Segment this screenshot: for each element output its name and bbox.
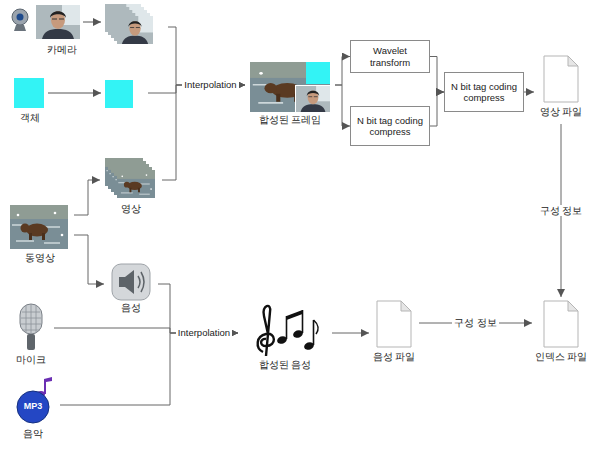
mp3-disc xyxy=(17,391,49,423)
treble-clef xyxy=(258,306,274,356)
document-icon xyxy=(544,56,578,102)
document-icon xyxy=(377,301,411,347)
frame-stack xyxy=(105,158,155,198)
connector xyxy=(430,92,444,126)
connector xyxy=(335,85,350,126)
node-label: 인덱스 파일 xyxy=(535,351,588,362)
node-label: MP3 xyxy=(24,401,43,412)
node-label: Wavelet transform xyxy=(355,45,425,68)
mic-handle xyxy=(27,334,35,350)
composite-frame: 합성된 프레임 xyxy=(245,58,335,134)
node-label: 카메라 xyxy=(47,44,77,55)
node-label: 음성 파일 xyxy=(373,351,416,362)
webcam-body xyxy=(12,9,28,25)
edge-label: 구성 정보 xyxy=(538,205,585,216)
frame xyxy=(117,170,155,198)
video-source: 동영상 xyxy=(6,200,74,272)
camera-source: 카메라 xyxy=(8,2,168,62)
node-label: 객체 xyxy=(20,112,40,123)
arrow xyxy=(48,93,101,94)
microphone-icon xyxy=(20,304,42,350)
node-label: N bit tag coding compress xyxy=(449,81,519,104)
microphone-source: 마이크 xyxy=(8,300,54,372)
speaker-magnet xyxy=(119,277,125,287)
video-image xyxy=(10,205,68,249)
node-label: 합성된 프레임 xyxy=(259,114,322,125)
connector xyxy=(168,27,245,85)
music-notes xyxy=(258,306,318,356)
edge-label: Interpolation xyxy=(182,79,238,90)
node-label: 영상 xyxy=(121,203,141,214)
inset-photo xyxy=(296,86,330,112)
audio-file: 음성 파일 xyxy=(369,297,419,371)
speaker-cone xyxy=(125,270,134,294)
speaker-icon xyxy=(112,264,150,300)
camera-photo xyxy=(36,5,80,39)
object-square xyxy=(105,80,133,108)
process-box: N bit tag coding compress xyxy=(444,72,524,112)
connector xyxy=(60,333,238,405)
webcam-stand xyxy=(14,25,26,31)
connector xyxy=(335,57,350,86)
audio-track: 음성 xyxy=(104,262,158,318)
document-icon xyxy=(544,301,578,347)
object-source: 객체 xyxy=(8,74,148,134)
node-label: 영상 파일 xyxy=(540,106,583,117)
arrow xyxy=(83,22,101,23)
inset-border xyxy=(295,85,331,113)
object-square xyxy=(14,78,44,108)
node-label: 합성된 음성 xyxy=(259,359,312,370)
frame xyxy=(117,16,153,44)
note-beam xyxy=(287,310,303,320)
video-file: 영상 파일 xyxy=(534,52,588,124)
connector xyxy=(524,92,534,93)
composite-audio: 합성된 음성 xyxy=(238,303,332,381)
edge-label: 구성 정보 xyxy=(452,317,499,328)
composite-image xyxy=(250,62,330,112)
process-box: N bit tag coding compress xyxy=(350,106,430,146)
mic-head xyxy=(20,304,42,334)
speaker-waves xyxy=(138,272,144,292)
connector xyxy=(430,57,444,93)
connector xyxy=(332,333,369,334)
speaker-body xyxy=(112,264,150,300)
video-frames: 영상 xyxy=(100,155,162,221)
frame-stack xyxy=(105,4,153,44)
connector xyxy=(74,180,100,215)
mic-grille xyxy=(21,304,41,334)
edge-label: Interpolation xyxy=(176,327,232,338)
index-file: 인덱스 파일 xyxy=(532,297,590,371)
mp3-icon xyxy=(17,377,52,423)
connector xyxy=(162,85,245,180)
node-label: 음성 xyxy=(121,302,141,313)
music-source: MP3 음악 xyxy=(6,384,60,450)
note-stem xyxy=(313,320,315,345)
connector xyxy=(158,284,238,333)
webcam-icon xyxy=(12,9,28,31)
connector xyxy=(74,235,104,284)
webcam-lens xyxy=(17,14,24,21)
note-flag xyxy=(314,320,319,334)
node-label: 음악 xyxy=(23,428,43,439)
process-box: Wavelet transform xyxy=(350,40,430,73)
node-label: 마이크 xyxy=(16,354,46,365)
object-square xyxy=(306,62,330,84)
music-note xyxy=(44,377,52,394)
node-label: N bit tag coding compress xyxy=(355,115,425,138)
node-label: 동영상 xyxy=(25,252,55,263)
